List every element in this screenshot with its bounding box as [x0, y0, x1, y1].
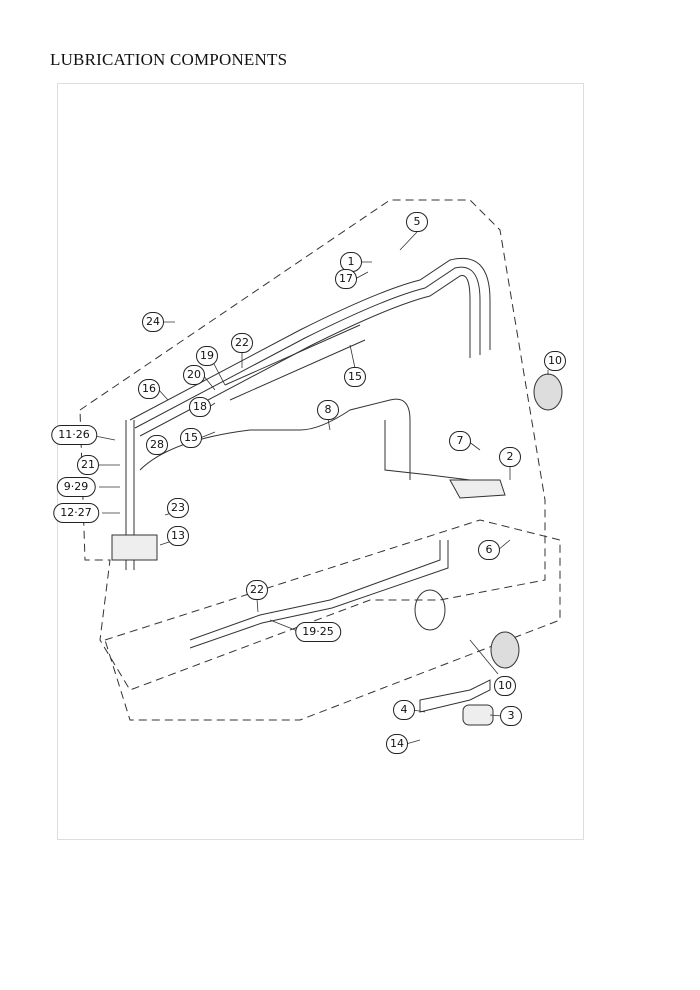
bracket-4 [419, 679, 491, 713]
part-callout: 19·25 [295, 622, 341, 642]
part-callout: 19 [196, 346, 218, 366]
felt-3 [462, 704, 494, 726]
part-callout: 16 [138, 379, 160, 399]
part-callout: 15 [180, 428, 202, 448]
oil-tube-19-25 [189, 540, 441, 641]
oil-tube-upper [129, 258, 491, 421]
oil-tube-8 [139, 398, 411, 480]
part-callout: 4 [393, 700, 415, 720]
machine-arm-outline [79, 199, 546, 691]
part-callout: 5 [406, 212, 428, 232]
part-callout: 2 [499, 447, 521, 467]
part-callout: 6 [478, 540, 500, 560]
part-callout: 23 [167, 498, 189, 518]
felt-13 [111, 534, 158, 561]
part-callout: 10 [494, 676, 516, 696]
part-callout: 10 [544, 351, 566, 371]
part-callout: 22 [246, 580, 268, 600]
part-callout: 21 [77, 455, 99, 475]
part-callout: 13 [167, 526, 189, 546]
part-callout: 3 [500, 706, 522, 726]
arm-shaft [224, 324, 366, 401]
part-callout: 22 [231, 333, 253, 353]
part-callout: 11·26 [51, 425, 97, 445]
part-callout: 17 [335, 269, 357, 289]
page-title: LUBRICATION COMPONENTS [50, 50, 288, 69]
part-callout: 20 [183, 365, 205, 385]
machine-bed-outline [104, 519, 561, 721]
cap-10-lower [490, 631, 520, 669]
part-callout: 28 [146, 435, 168, 455]
part-callout: 24 [142, 312, 164, 332]
part-callout: 18 [189, 397, 211, 417]
part-callout: 12·27 [53, 503, 99, 523]
part-callout: 8 [317, 400, 339, 420]
part-callout: 7 [449, 431, 471, 451]
cap-10-upper [533, 373, 563, 411]
part-callout: 14 [386, 734, 408, 754]
diagram-frame [57, 83, 584, 840]
plate-7 [449, 479, 506, 499]
part-callout: 9·29 [56, 477, 96, 497]
part-callout: 15 [344, 367, 366, 387]
